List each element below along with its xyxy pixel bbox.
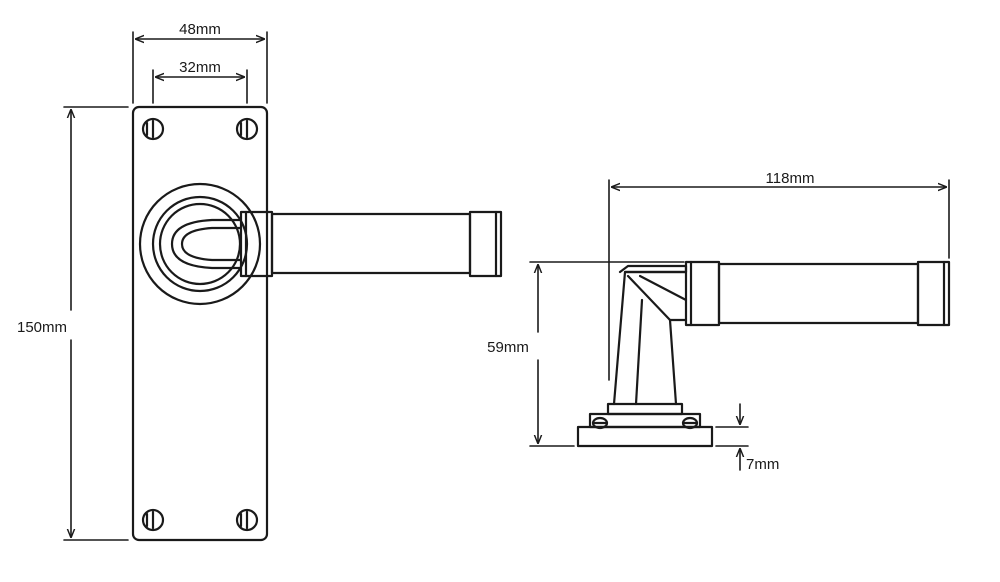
backplate bbox=[131, 105, 269, 542]
dimension-fixing-centres: 32mm bbox=[152, 59, 248, 104]
dimension-rose-thickness: 7mm bbox=[715, 403, 779, 473]
neck-side bbox=[612, 264, 688, 406]
dimension-plate-width: 48mm bbox=[132, 21, 268, 104]
side-view: 118mm 59mm 7mm bbox=[480, 170, 951, 473]
dimension-label-150: 150mm bbox=[17, 319, 67, 336]
screw-bottom-left bbox=[141, 508, 165, 532]
screw-top-right bbox=[235, 117, 259, 141]
dimension-label-32: 32mm bbox=[179, 59, 221, 76]
screw-bottom-right bbox=[235, 508, 259, 532]
front-view: 48mm 32mm 150mm bbox=[8, 21, 503, 542]
lever-side bbox=[684, 260, 951, 327]
dimension-label-59: 59mm bbox=[487, 339, 529, 356]
lever-front bbox=[239, 210, 503, 278]
dimension-lever-projection: 118mm bbox=[608, 170, 950, 381]
dimension-label-48: 48mm bbox=[179, 21, 221, 38]
rose-side bbox=[576, 402, 714, 448]
dimension-plate-height: 150mm bbox=[8, 106, 129, 541]
dimension-overall-height: 59mm bbox=[480, 261, 685, 447]
dimension-label-118: 118mm bbox=[766, 170, 815, 187]
screw-top-left bbox=[141, 117, 165, 141]
dimension-label-7: 7mm bbox=[746, 456, 779, 473]
